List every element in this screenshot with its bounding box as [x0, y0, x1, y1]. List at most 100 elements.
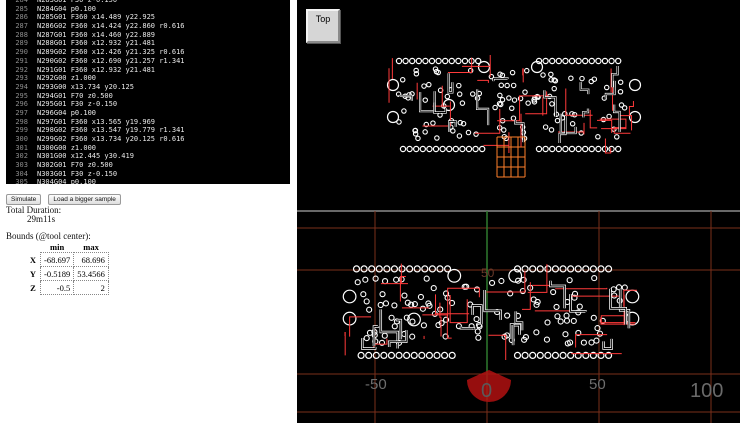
- pad: [466, 146, 471, 151]
- pad: [537, 352, 543, 358]
- gcode-line-text: N288G01 F360 x12.932 y21.481: [37, 39, 155, 47]
- gcode-line-text: N287G01 F360 x14.460 y22.889: [37, 31, 155, 39]
- axis-label-neg50: -50: [365, 376, 387, 393]
- pad: [389, 315, 394, 320]
- pad: [410, 319, 415, 324]
- axis-label-y50: 50: [481, 266, 495, 280]
- pad: [384, 266, 390, 272]
- pad: [411, 352, 417, 358]
- pad: [400, 146, 405, 151]
- gcode-line-text: N293G00 x13.734 y20.125: [37, 83, 134, 91]
- pad: [449, 352, 455, 358]
- gcode-line-number: 296: [6, 100, 28, 109]
- pad: [606, 266, 612, 272]
- pad: [549, 128, 553, 132]
- top-view-render: [388, 55, 641, 177]
- pad: [583, 266, 589, 272]
- pad: [511, 116, 515, 120]
- pad: [502, 128, 506, 132]
- pad: [361, 266, 367, 272]
- pad: [576, 58, 581, 63]
- pad: [382, 333, 387, 338]
- mount-hole: [626, 290, 639, 303]
- pad: [534, 330, 539, 335]
- pad: [543, 58, 548, 63]
- pad: [449, 58, 454, 63]
- trace-path: [601, 316, 635, 323]
- bounds-label: Bounds (@tool center):: [6, 231, 91, 241]
- bounds-row-y: Y -0.5189 53.4566: [26, 267, 108, 281]
- bounds-min: -68.697: [41, 253, 74, 267]
- pad: [354, 266, 360, 272]
- pad: [609, 58, 614, 63]
- pad: [426, 352, 432, 358]
- pad: [462, 58, 467, 63]
- pad: [552, 266, 558, 272]
- pad: [401, 78, 405, 82]
- pad: [511, 83, 515, 87]
- simulate-button[interactable]: Simulate: [6, 194, 41, 205]
- gcode-line-text: N284G04 p0.100: [37, 5, 96, 13]
- pad: [616, 146, 621, 151]
- pad: [550, 146, 555, 151]
- viewport-canvas[interactable]: -50 0 50 100 50: [297, 0, 740, 423]
- axis-label-pos50: 50: [589, 376, 606, 393]
- gcode-line-text: N285G01 F360 x14.489 y22.925: [37, 13, 155, 21]
- load-sample-button[interactable]: Load a bigger sample: [48, 194, 121, 205]
- pad: [423, 130, 427, 134]
- pad: [499, 278, 504, 283]
- pad: [383, 279, 388, 284]
- gcode-line-text: N298G02 F360 x13.547 y19.779 r1.341: [37, 126, 185, 134]
- pad: [569, 146, 574, 151]
- pad: [560, 266, 566, 272]
- pad: [410, 334, 415, 339]
- bounds-max: 53.4566: [74, 267, 109, 281]
- pad: [402, 109, 406, 113]
- pad: [564, 313, 569, 318]
- pad: [563, 146, 568, 151]
- pad: [500, 98, 504, 102]
- pad: [423, 98, 427, 102]
- top-view-button[interactable]: Top: [306, 9, 340, 43]
- gcode-line-number: 302: [6, 152, 28, 161]
- pad: [575, 266, 581, 272]
- pad: [431, 121, 435, 125]
- pad: [545, 266, 551, 272]
- toolpath-viewport[interactable]: -50 0 50 100 50: [297, 0, 740, 423]
- gcode-line-number: 290: [6, 48, 28, 57]
- gcode-line-number: 305: [6, 178, 28, 184]
- bounds-header-max: max: [74, 241, 109, 253]
- gcode-line-text: N291G01 F360 x12.932 y21.481: [37, 66, 155, 74]
- pad: [373, 276, 378, 281]
- pad: [442, 352, 448, 358]
- isolation-path: [477, 89, 488, 125]
- pad: [474, 132, 478, 136]
- pad: [476, 335, 481, 340]
- pad: [361, 292, 366, 297]
- pad: [556, 58, 561, 63]
- pad: [571, 318, 576, 323]
- pad: [583, 58, 588, 63]
- pad: [530, 352, 536, 358]
- pad: [424, 276, 429, 281]
- bounds-table: min max X -68.697 68.696 Y -0.5189 53.45…: [26, 241, 109, 295]
- pad: [498, 93, 502, 97]
- pad: [460, 101, 464, 105]
- trace-path: [440, 303, 441, 337]
- isolation-path: [493, 79, 507, 82]
- pad: [609, 146, 614, 151]
- pad: [445, 94, 449, 98]
- pad: [457, 134, 461, 138]
- pad: [590, 266, 596, 272]
- pad: [518, 96, 522, 100]
- pad: [619, 103, 623, 107]
- pad: [403, 58, 408, 63]
